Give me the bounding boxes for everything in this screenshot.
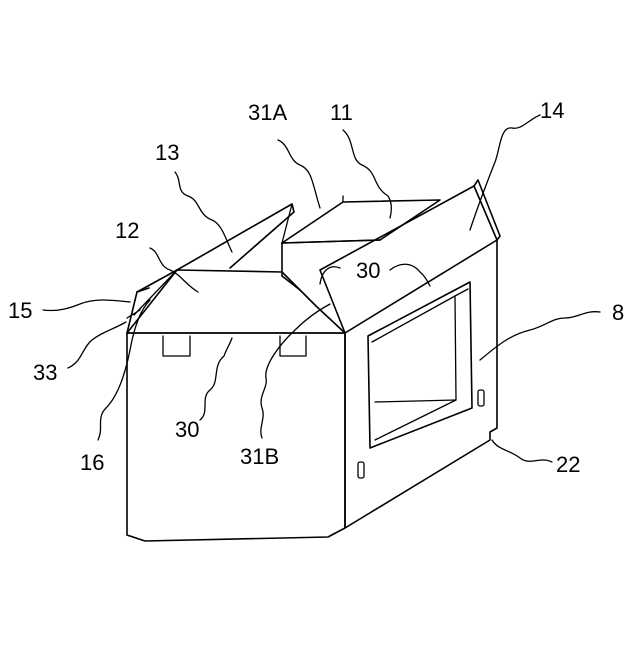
flap-16-line: [127, 310, 140, 318]
leader-33: [68, 322, 126, 368]
label-30-bottom: 30: [175, 417, 199, 442]
side-slot-left: [358, 462, 364, 478]
label-33: 33: [33, 360, 57, 385]
inner-hole: [320, 267, 340, 284]
label-8: 8: [612, 300, 624, 325]
leader-31A: [278, 140, 320, 208]
label-16: 16: [80, 450, 104, 475]
side-slot-right: [478, 390, 484, 406]
side-window-outer: [368, 282, 472, 448]
leader-15: [43, 300, 130, 311]
leader-14: [470, 115, 540, 230]
front-tab-left: [163, 336, 190, 356]
flap-11: [282, 200, 440, 243]
label-14: 14: [540, 98, 564, 123]
window-inner-edge: [455, 289, 468, 296]
label-11: 11: [330, 100, 353, 125]
leader-16: [98, 300, 150, 440]
label-13: 13: [155, 140, 179, 165]
label-12: 12: [115, 218, 139, 243]
leader-30-top: [390, 264, 430, 286]
label-22: 22: [556, 452, 580, 477]
front-tab-right: [280, 336, 306, 356]
leader-8: [480, 312, 600, 360]
label-30-top: 30: [356, 258, 380, 283]
leader-13: [175, 172, 232, 252]
flap-12-fold: [134, 270, 177, 315]
front-face: [127, 333, 345, 541]
side-face: [345, 240, 497, 528]
leader-22: [492, 440, 552, 462]
leader-11: [343, 130, 391, 218]
label-31B: 31B: [240, 444, 279, 469]
label-15: 15: [8, 298, 32, 323]
leader-30-bottom: [200, 338, 232, 420]
inner-wall: [282, 243, 300, 290]
flap-13: [177, 204, 294, 270]
window-floor: [375, 400, 456, 402]
flap-14-lip: [474, 180, 500, 240]
label-31A: 31A: [248, 100, 287, 125]
leader-31B: [261, 304, 330, 438]
flap-11-front-edge: [282, 240, 380, 243]
